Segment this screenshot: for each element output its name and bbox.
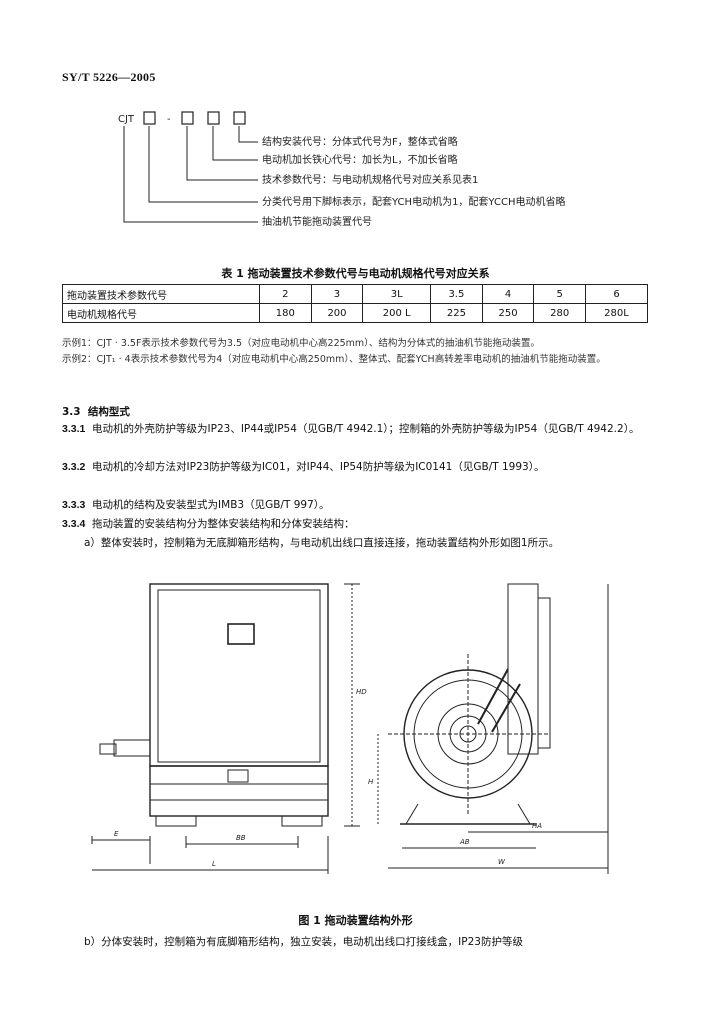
code-box-1 <box>143 111 156 125</box>
section-title: 结构型式 <box>87 406 130 418</box>
table-cell: 4 <box>481 284 535 304</box>
table-cell: 3L <box>362 284 432 304</box>
table-cell: 280 <box>533 303 587 323</box>
item-a: a）整体安装时，控制箱为无底脚箱形结构，与电动机出线口直接连接，拖动装置结构外形… <box>84 537 560 549</box>
para-number: 3.3.3 <box>62 499 86 511</box>
table-title: 表 1 拖动装置技术参数代号与电动机规格代号对应关系 <box>221 267 490 280</box>
code-label-2: 电动机加长铁心代号：加长为L，不加长省略 <box>262 153 458 166</box>
section-number: 3.3 <box>62 406 81 418</box>
dim-E: E <box>114 830 119 838</box>
code-label-5: 抽油机节能拖动装置代号 <box>262 215 372 228</box>
code-dash: - <box>167 114 171 125</box>
dim-HD: HD <box>356 688 367 696</box>
code-box-2 <box>181 111 194 125</box>
para-number: 3.3.1 <box>62 423 86 435</box>
table-cell: 180 <box>259 303 312 323</box>
code-box-3 <box>207 111 220 125</box>
para-number: 3.3.4 <box>62 518 86 530</box>
table-cell: 200 <box>310 303 364 323</box>
standard-code-header: SY/T 5226—2005 <box>62 70 156 84</box>
para-text: 电动机的外壳防护等级为IP23、IP44或IP54（见GB/T 4942.1）；… <box>92 423 640 435</box>
item-b: b）分体安装时，控制箱为有底脚箱形结构，独立安装，电动机出线口打接线盒，IP23… <box>84 936 523 948</box>
table-cell: 6 <box>585 284 648 304</box>
table-row: 拖动装置技术参数代号 2 3 3L 3.5 4 5 6 <box>62 284 648 304</box>
dim-H: H <box>368 778 374 786</box>
code-label-1: 结构安装代号：分体式代号为F，整体式省略 <box>262 135 458 148</box>
code-label-3: 技术参数代号：与电动机规格代号对应关系见表1 <box>262 173 478 186</box>
code-structure-diagram: CJT - 结构安装代号：分体式代号为F，整体式省略 电动机加长铁心代号：加长为… <box>118 111 565 228</box>
para-text: 拖动装置的安装结构分为整体安装结构和分体安装结构： <box>92 518 355 530</box>
row-label: 电动机规格代号 <box>62 303 260 323</box>
table-cell: 5 <box>533 284 587 304</box>
note-example-2: 示例2：CJT₁ · 4表示技术参数代号为4（对应电动机中心高250mm）、整体… <box>62 354 606 365</box>
note-example-1: 示例1：CJT · 3.5F表示技术参数代号为3.5（对应电动机中心高225mm… <box>62 338 540 349</box>
figure-caption: 图 1 拖动装置结构外形 <box>298 914 413 927</box>
paragraph-3-3-1: 3.3.1 电动机的外壳防护等级为IP23、IP44或IP54（见GB/T 49… <box>62 420 654 438</box>
drive-unit-outline-drawing: E BB L HD H AB W HA <box>91 583 609 874</box>
row-label: 拖动装置技术参数代号 <box>62 284 260 304</box>
dim-L: L <box>212 860 216 868</box>
para-number: 3.3.2 <box>62 461 86 473</box>
code-prefix: CJT <box>118 114 135 125</box>
table-cell: 3.5 <box>430 284 483 304</box>
table-cell: 250 <box>481 303 535 323</box>
para-text: 电动机的冷却方法对IP23防护等级为IC01，对IP44、IP54防护等级为IC… <box>92 461 545 473</box>
table-row: 电动机规格代号 180 200 200 L 225 250 280 280L <box>62 303 648 323</box>
parameter-table: 拖动装置技术参数代号 2 3 3L 3.5 4 5 6 电动机规格代号 180 … <box>62 284 648 323</box>
section-heading: 3.3 结构型式 <box>62 404 130 419</box>
code-label-4: 分类代号用下脚标表示，配套YCH电动机为1，配套YCCH电动机省略 <box>262 195 565 208</box>
paragraph-3-3-4: 3.3.4 拖动装置的安装结构分为整体安装结构和分体安装结构： <box>62 515 654 533</box>
paragraph-3-3-2: 3.3.2 电动机的冷却方法对IP23防护等级为IC01，对IP44、IP54防… <box>62 458 654 476</box>
dim-W: W <box>498 858 506 866</box>
table-cell: 225 <box>430 303 483 323</box>
table-cell: 280L <box>585 303 648 323</box>
table-cell: 200 L <box>362 303 432 323</box>
dim-AB: AB <box>459 838 470 846</box>
dim-HA: HA <box>532 822 542 830</box>
para-text: 电动机的结构及安装型式为IMB3（见GB/T 997）。 <box>92 499 330 511</box>
paragraph-3-3-3: 3.3.3 电动机的结构及安装型式为IMB3（见GB/T 997）。 <box>62 496 654 514</box>
table-cell: 3 <box>310 284 364 304</box>
dim-BB: BB <box>236 834 246 842</box>
code-box-4 <box>233 111 246 125</box>
table-cell: 2 <box>259 284 312 304</box>
